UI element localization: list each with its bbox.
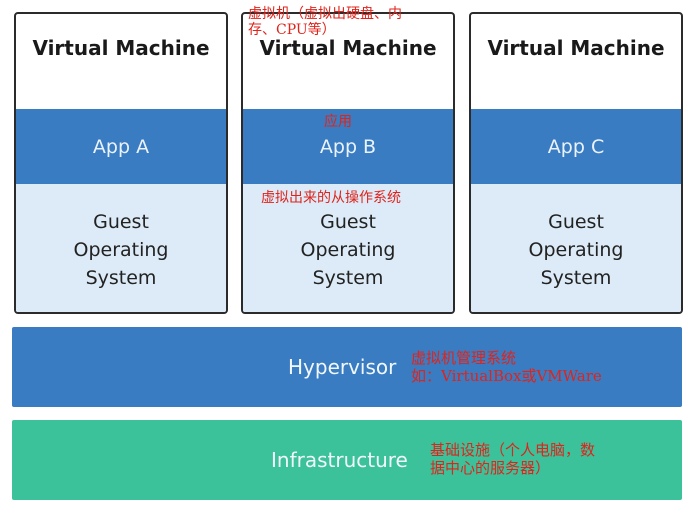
virtual-machine-b: Virtual Machine App B Guest Operating Sy… <box>241 12 455 314</box>
annotation-vm: 虚拟机（虚拟出硬盘、内 存、CPU等） <box>248 6 402 38</box>
guest-os-line: System <box>312 267 384 289</box>
guest-os-line: Guest <box>93 211 149 233</box>
guest-os-line: Operating <box>300 239 396 261</box>
guest-os-layer: Guest Operating System <box>471 184 681 312</box>
app-layer: App C <box>471 109 681 184</box>
infrastructure-layer: Infrastructure <box>12 420 682 500</box>
guest-os-line: System <box>85 267 157 289</box>
annotation-infrastructure-line: 基础设施（个人电脑，数 <box>430 441 596 459</box>
infrastructure-label: Infrastructure <box>271 448 408 472</box>
guest-os-line: Guest <box>320 211 376 233</box>
annotation-hypervisor: 虚拟机管理系统 如：VirtualBox或VMWare <box>411 349 602 385</box>
guest-os-line: Operating <box>528 239 624 261</box>
guest-os-layer: Guest Operating System <box>16 184 226 312</box>
guest-os-line: System <box>540 267 612 289</box>
guest-os-line: Operating <box>73 239 169 261</box>
vm-title: Virtual Machine <box>259 36 437 60</box>
annotation-vm-line: 存、CPU等） <box>248 22 336 38</box>
annotation-guest-os: 虚拟出来的从操作系统 <box>261 190 401 206</box>
guest-os-layer: Guest Operating System <box>243 184 453 312</box>
virtual-machine-a: Virtual Machine App A Guest Operating Sy… <box>14 12 228 314</box>
annotation-infrastructure: 基础设施（个人电脑，数 据中心的服务器） <box>430 441 595 477</box>
hypervisor-layer: Hypervisor <box>12 327 682 407</box>
annotation-hypervisor-line: 如：VirtualBox或VMWare <box>411 367 602 385</box>
guest-os-line: Guest <box>548 211 604 233</box>
app-layer: App B <box>243 109 453 184</box>
vm-title: Virtual Machine <box>32 36 210 60</box>
annotation-vm-line: 虚拟机（虚拟出硬盘、内 <box>248 6 402 22</box>
vm-title: Virtual Machine <box>487 36 665 60</box>
virtual-machine-c: Virtual Machine App C Guest Operating Sy… <box>469 12 683 314</box>
hypervisor-label: Hypervisor <box>288 355 397 379</box>
annotation-infrastructure-line: 据中心的服务器） <box>430 459 551 477</box>
app-layer: App A <box>16 109 226 184</box>
annotation-app: 应用 <box>324 114 352 130</box>
annotation-hypervisor-line: 虚拟机管理系统 <box>411 349 517 367</box>
